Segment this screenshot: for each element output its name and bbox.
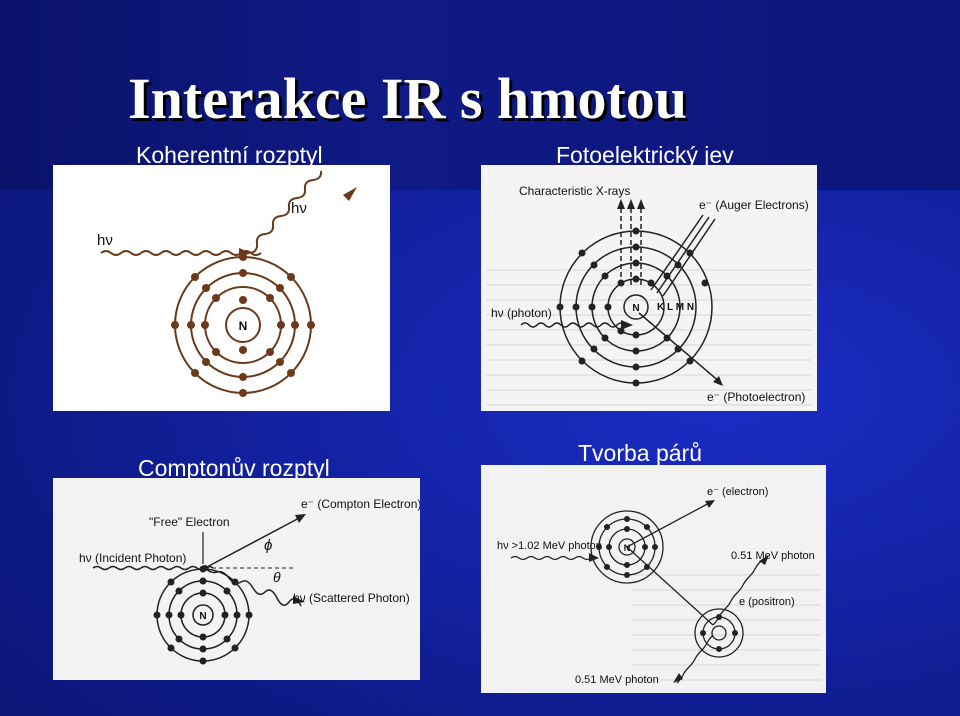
incident-photon-label: hν (Incident Photon) bbox=[79, 551, 186, 565]
pair-figure: e⁻ (electron) hν >1.02 MeV photon N 0.51… bbox=[481, 465, 826, 693]
photon-in-label: hν bbox=[97, 232, 113, 249]
caption-coherent: Koherentní rozptyl bbox=[136, 142, 323, 168]
nucleus-label: N bbox=[624, 543, 631, 553]
free-electron-label: "Free" Electron bbox=[149, 515, 230, 529]
nucleus-label: N bbox=[239, 319, 248, 333]
electron-label: e⁻ (electron) bbox=[707, 486, 768, 498]
nucleus-label: N bbox=[199, 611, 206, 622]
shell-labels: K L M N bbox=[657, 302, 694, 313]
photon-a-label: 0.51 MeV photon bbox=[731, 550, 815, 562]
positron-label: e (positron) bbox=[739, 596, 795, 608]
slide-title: Interakce IR s hmotou bbox=[128, 66, 688, 131]
incident-photon-label: hν >1.02 MeV photon bbox=[497, 540, 602, 552]
theta-label: θ bbox=[273, 569, 281, 585]
compton-electron-label: e⁻ (Compton Electron) bbox=[301, 497, 420, 511]
photon-label: hν (photon) bbox=[491, 306, 552, 320]
coherent-diagram: N hν hν bbox=[97, 170, 357, 397]
photon-b-label: 0.51 MeV photon bbox=[575, 674, 659, 686]
compton-diagram: e⁻ (Compton Electron) "Free" Electron hν… bbox=[79, 497, 420, 665]
title-band bbox=[0, 0, 960, 190]
photoelectric-diagram: Characteristic X-rays e⁻ (Auger Electron… bbox=[486, 184, 811, 406]
caption-photoelectric: Fotoelektrický jev bbox=[556, 142, 734, 168]
pair-diagram: e⁻ (electron) hν >1.02 MeV photon N 0.51… bbox=[497, 486, 821, 686]
caption-pair: Tvorba párů bbox=[578, 440, 703, 466]
coherent-figure: N hν hν bbox=[53, 165, 390, 411]
photoelectric-figure: Characteristic X-rays e⁻ (Auger Electron… bbox=[481, 165, 817, 411]
background-text-lines bbox=[486, 269, 811, 406]
phi-label: ϕ bbox=[264, 537, 272, 554]
atom bbox=[171, 253, 315, 397]
photoelectron-label: e⁻ (Photoelectron) bbox=[707, 390, 805, 404]
scattered-photon-label: hν (Scattered Photon) bbox=[293, 591, 410, 605]
background-text-lines bbox=[631, 574, 821, 681]
photon-out-label: hν bbox=[291, 200, 307, 217]
compton-figure: e⁻ (Compton Electron) "Free" Electron hν… bbox=[53, 478, 420, 680]
caption-compton: Comptonův rozptyl bbox=[138, 455, 330, 481]
xrays-label: Characteristic X-rays bbox=[519, 184, 630, 198]
auger-label: e⁻ (Auger Electrons) bbox=[699, 198, 809, 212]
nucleus-label: N bbox=[632, 303, 639, 314]
